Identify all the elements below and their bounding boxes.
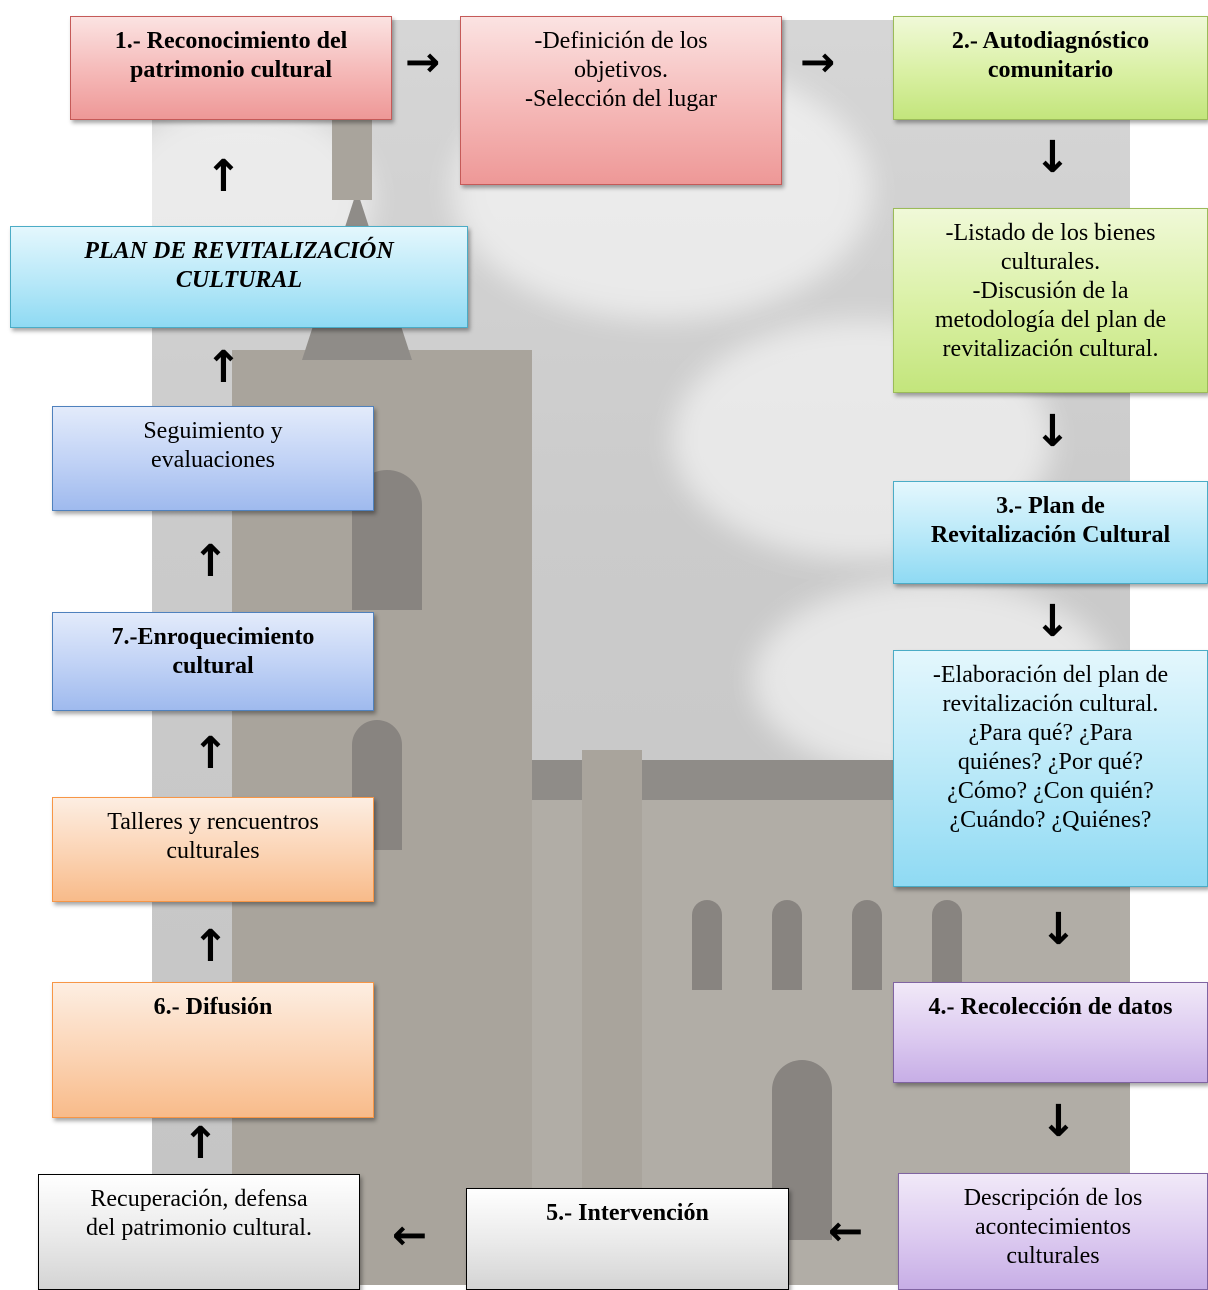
workshops-box: Talleres y rencuentros culturales xyxy=(52,797,374,902)
elaboration-box: -Elaboración del plan de revitalización … xyxy=(893,650,1208,887)
recovery-label: Recuperación, defensa del patrimonio cul… xyxy=(86,1186,312,1241)
arrow-up-icon: ↑ xyxy=(205,342,242,393)
step5-label: 5.- Intervención xyxy=(546,1200,709,1226)
arrow-up-icon: ↑ xyxy=(182,1118,219,1169)
plan-title-label: PLAN DE REVITALIZACIÓN CULTURAL xyxy=(84,238,394,293)
arrow-down-icon: ↓ xyxy=(1040,904,1077,955)
arrow-right-icon: → xyxy=(800,37,836,86)
step1-label: 1.- Reconocimiento del patrimonio cultur… xyxy=(114,28,348,83)
step7-enrichment-box: 7.-Enroquecimiento cultural xyxy=(52,612,374,711)
arrow-down-icon: ↓ xyxy=(1034,406,1071,457)
arrow-down-icon: ↓ xyxy=(1040,1096,1077,1147)
plan-title-box: PLAN DE REVITALIZACIÓN CULTURAL xyxy=(10,226,468,328)
description-label: Descripción de los acontecimientos cultu… xyxy=(963,1185,1143,1269)
objectives-label: -Definición de los objetivos. -Selección… xyxy=(525,28,717,112)
workshops-label: Talleres y rencuentros culturales xyxy=(107,809,319,864)
step4-label: 4.- Recolección de datos xyxy=(928,994,1173,1020)
arrow-up-icon: ↑ xyxy=(192,728,229,779)
arrow-down-icon: ↓ xyxy=(1034,132,1071,183)
arrow-down-icon: ↓ xyxy=(1034,596,1071,647)
followup-label: Seguimiento y evaluaciones xyxy=(143,418,283,473)
step6-label: 6.- Difusión xyxy=(153,994,273,1020)
step2-selfdiagnosis-box: 2.- Autodiagnóstico comunitario xyxy=(893,16,1208,120)
arrow-up-icon: ↑ xyxy=(192,536,229,587)
listing-label: -Listado de los bienes culturales. -Disc… xyxy=(934,220,1167,362)
arrow-up-icon: ↑ xyxy=(192,921,229,972)
step2-label: 2.- Autodiagnóstico comunitario xyxy=(951,28,1150,83)
listing-box: -Listado de los bienes culturales. -Disc… xyxy=(893,208,1208,393)
recovery-box: Recuperación, defensa del patrimonio cul… xyxy=(38,1174,360,1290)
step6-diffusion-box: 6.- Difusión xyxy=(52,982,374,1118)
step3-plan-box: 3.- Plan de Revitalización Cultural xyxy=(893,481,1208,584)
step7-label: 7.-Enroquecimiento cultural xyxy=(111,624,315,679)
objectives-box: -Definición de los objetivos. -Selección… xyxy=(460,16,782,185)
step5-intervention-box: 5.- Intervención xyxy=(466,1188,789,1290)
elaboration-label: -Elaboración del plan de revitalización … xyxy=(932,662,1169,833)
step4-data-collection-box: 4.- Recolección de datos xyxy=(893,982,1208,1083)
step3-label: 3.- Plan de Revitalización Cultural xyxy=(930,493,1171,548)
arrow-left-icon: ← xyxy=(392,1210,428,1259)
followup-box: Seguimiento y evaluaciones xyxy=(52,406,374,511)
arrow-left-icon: ← xyxy=(828,1206,864,1255)
arrow-up-icon: ↑ xyxy=(205,151,242,202)
description-box: Descripción de los acontecimientos cultu… xyxy=(898,1173,1208,1290)
step1-recognition-box: 1.- Reconocimiento del patrimonio cultur… xyxy=(70,16,392,120)
arrow-right-icon: → xyxy=(405,37,441,86)
